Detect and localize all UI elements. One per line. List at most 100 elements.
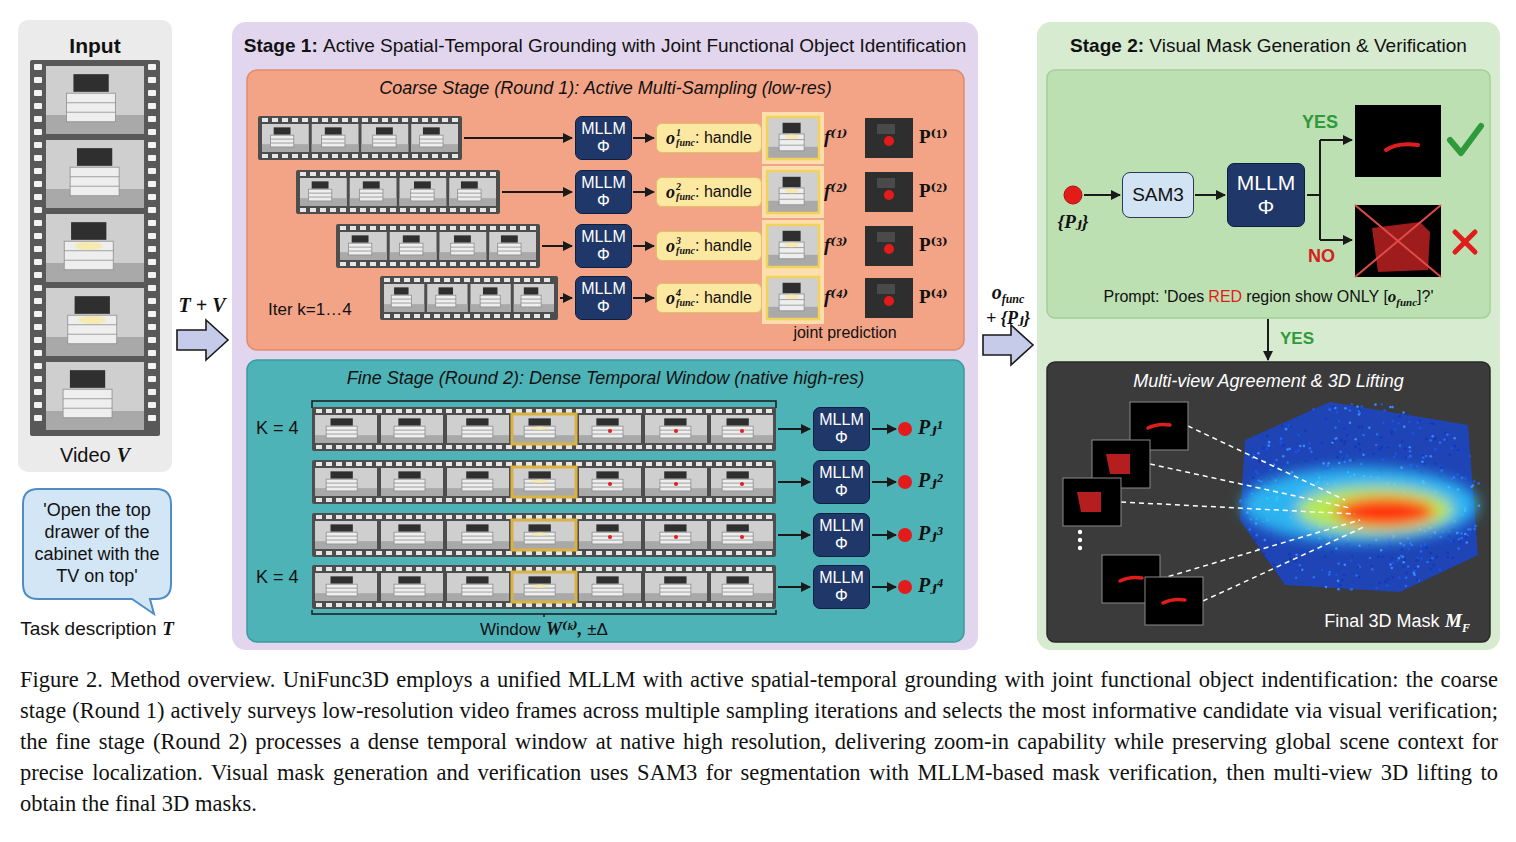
sprocket-hole [606, 551, 612, 555]
video-symbol: V [117, 444, 130, 466]
sprocket-hole [736, 567, 742, 571]
sprocket-hole [396, 498, 402, 502]
coarse-stage-box: MLLM Φo1func: handleMLLM Φo2func: handle… [247, 70, 964, 350]
cloud-point [1444, 431, 1447, 434]
sprocket-hole [352, 118, 358, 122]
sprocket-hole [464, 278, 470, 282]
sprocket-hole [476, 445, 482, 449]
cloud-point [1289, 558, 1292, 561]
cloud-point [1400, 548, 1403, 551]
sprocket-hole [544, 278, 550, 282]
sprocket-hole [366, 603, 372, 607]
sprocket-hole [416, 462, 422, 466]
video-frame [513, 468, 575, 496]
cloud-point [1425, 546, 1428, 549]
point-mark [884, 244, 894, 254]
sprocket-hole [556, 409, 562, 413]
sprocket-hole [34, 311, 42, 317]
point-mark [884, 190, 894, 200]
sprocket-hole [148, 402, 156, 408]
frame-light [531, 426, 548, 429]
sprocket-hole [326, 498, 332, 502]
sprocket-hole [340, 262, 346, 266]
frame-drawer [524, 487, 555, 488]
sprocket-hole [716, 445, 722, 449]
sprocket-hole [366, 445, 372, 449]
frame-cabinet [394, 584, 425, 596]
frame-tv [439, 287, 453, 294]
sprocket-hole [606, 462, 612, 466]
cloud-point [1239, 501, 1242, 504]
sprocket-hole [440, 172, 446, 176]
cloud-point [1386, 584, 1389, 587]
prompt-text: region show ONLY [ [1246, 288, 1388, 305]
sprocket-hole [148, 311, 156, 317]
sprocket-hole [766, 445, 772, 449]
video-frame [447, 521, 509, 549]
cloud-point [1298, 564, 1301, 567]
result-row: Final 3D MaskMF [1324, 610, 1470, 636]
frame-drawer [270, 143, 293, 144]
cloud-point [1429, 439, 1432, 442]
point-mark [884, 136, 894, 146]
sprocket-hole [410, 208, 416, 212]
cloud-point [1406, 413, 1409, 416]
frame-cabinet [308, 189, 331, 201]
cloud-point [1432, 564, 1435, 567]
sprocket-hole [636, 409, 642, 413]
label-row: YES [1302, 112, 1338, 133]
sprocket-hole [536, 409, 542, 413]
cloud-point [1440, 469, 1443, 472]
sprocket-hole [386, 551, 392, 555]
frame-drawer [420, 143, 443, 144]
sprocket-hole [326, 567, 332, 571]
frame-cabinet [400, 243, 423, 255]
sprocket-hole [486, 567, 492, 571]
sprocket-hole [436, 445, 442, 449]
frame-drawer [68, 334, 117, 335]
sprocket-hole [496, 445, 502, 449]
frame-cabinet [462, 426, 493, 438]
heat-band [1242, 467, 1478, 543]
cloud-point [1257, 479, 1260, 482]
sprocket-hole [282, 118, 288, 122]
point-symbol: Pⱼ² [918, 469, 942, 491]
sprocket-hole [406, 462, 412, 466]
title-line: Fine Stage (Round 2): Dense Temporal Win… [347, 368, 864, 389]
sprocket-hole [396, 445, 402, 449]
object-symbol: o [666, 288, 675, 309]
cloud-point [1331, 551, 1334, 554]
sprocket-hole [396, 462, 402, 466]
cloud-point [1295, 451, 1298, 454]
frame-tv [73, 74, 108, 92]
frame-drawer [394, 483, 425, 484]
frame-tv [394, 287, 408, 294]
sprocket-hole [576, 445, 582, 449]
sprocket-hole [484, 314, 490, 318]
view-mask [1063, 478, 1121, 526]
frame-drawer [521, 303, 541, 304]
sprocket-hole [436, 462, 442, 466]
cloud-point [1327, 464, 1330, 467]
sprocket-hole [34, 142, 42, 148]
film-strip [380, 276, 558, 320]
frame-tv [77, 148, 112, 166]
cloud-point [1340, 439, 1343, 442]
sprocket-hole [486, 498, 492, 502]
sprocket-hole [530, 262, 536, 266]
frame-drawer [462, 430, 493, 431]
sprocket-hole [360, 208, 366, 212]
frame-drawer [322, 139, 345, 140]
sprocket-hole [148, 129, 156, 135]
sprocket-hole [376, 551, 382, 555]
frame-drawer [592, 540, 623, 541]
frame-drawer [326, 588, 357, 589]
cloud-point [1416, 559, 1419, 562]
sprocket-hole [392, 154, 398, 158]
point-set: {Pⱼ} [1058, 211, 1089, 232]
sprocket-hole [526, 551, 532, 555]
cloud-point [1409, 455, 1412, 458]
title-row: Multi-view Agreement & 3D Lifting [1047, 371, 1490, 392]
connector [633, 137, 654, 139]
point-mark [740, 429, 744, 433]
